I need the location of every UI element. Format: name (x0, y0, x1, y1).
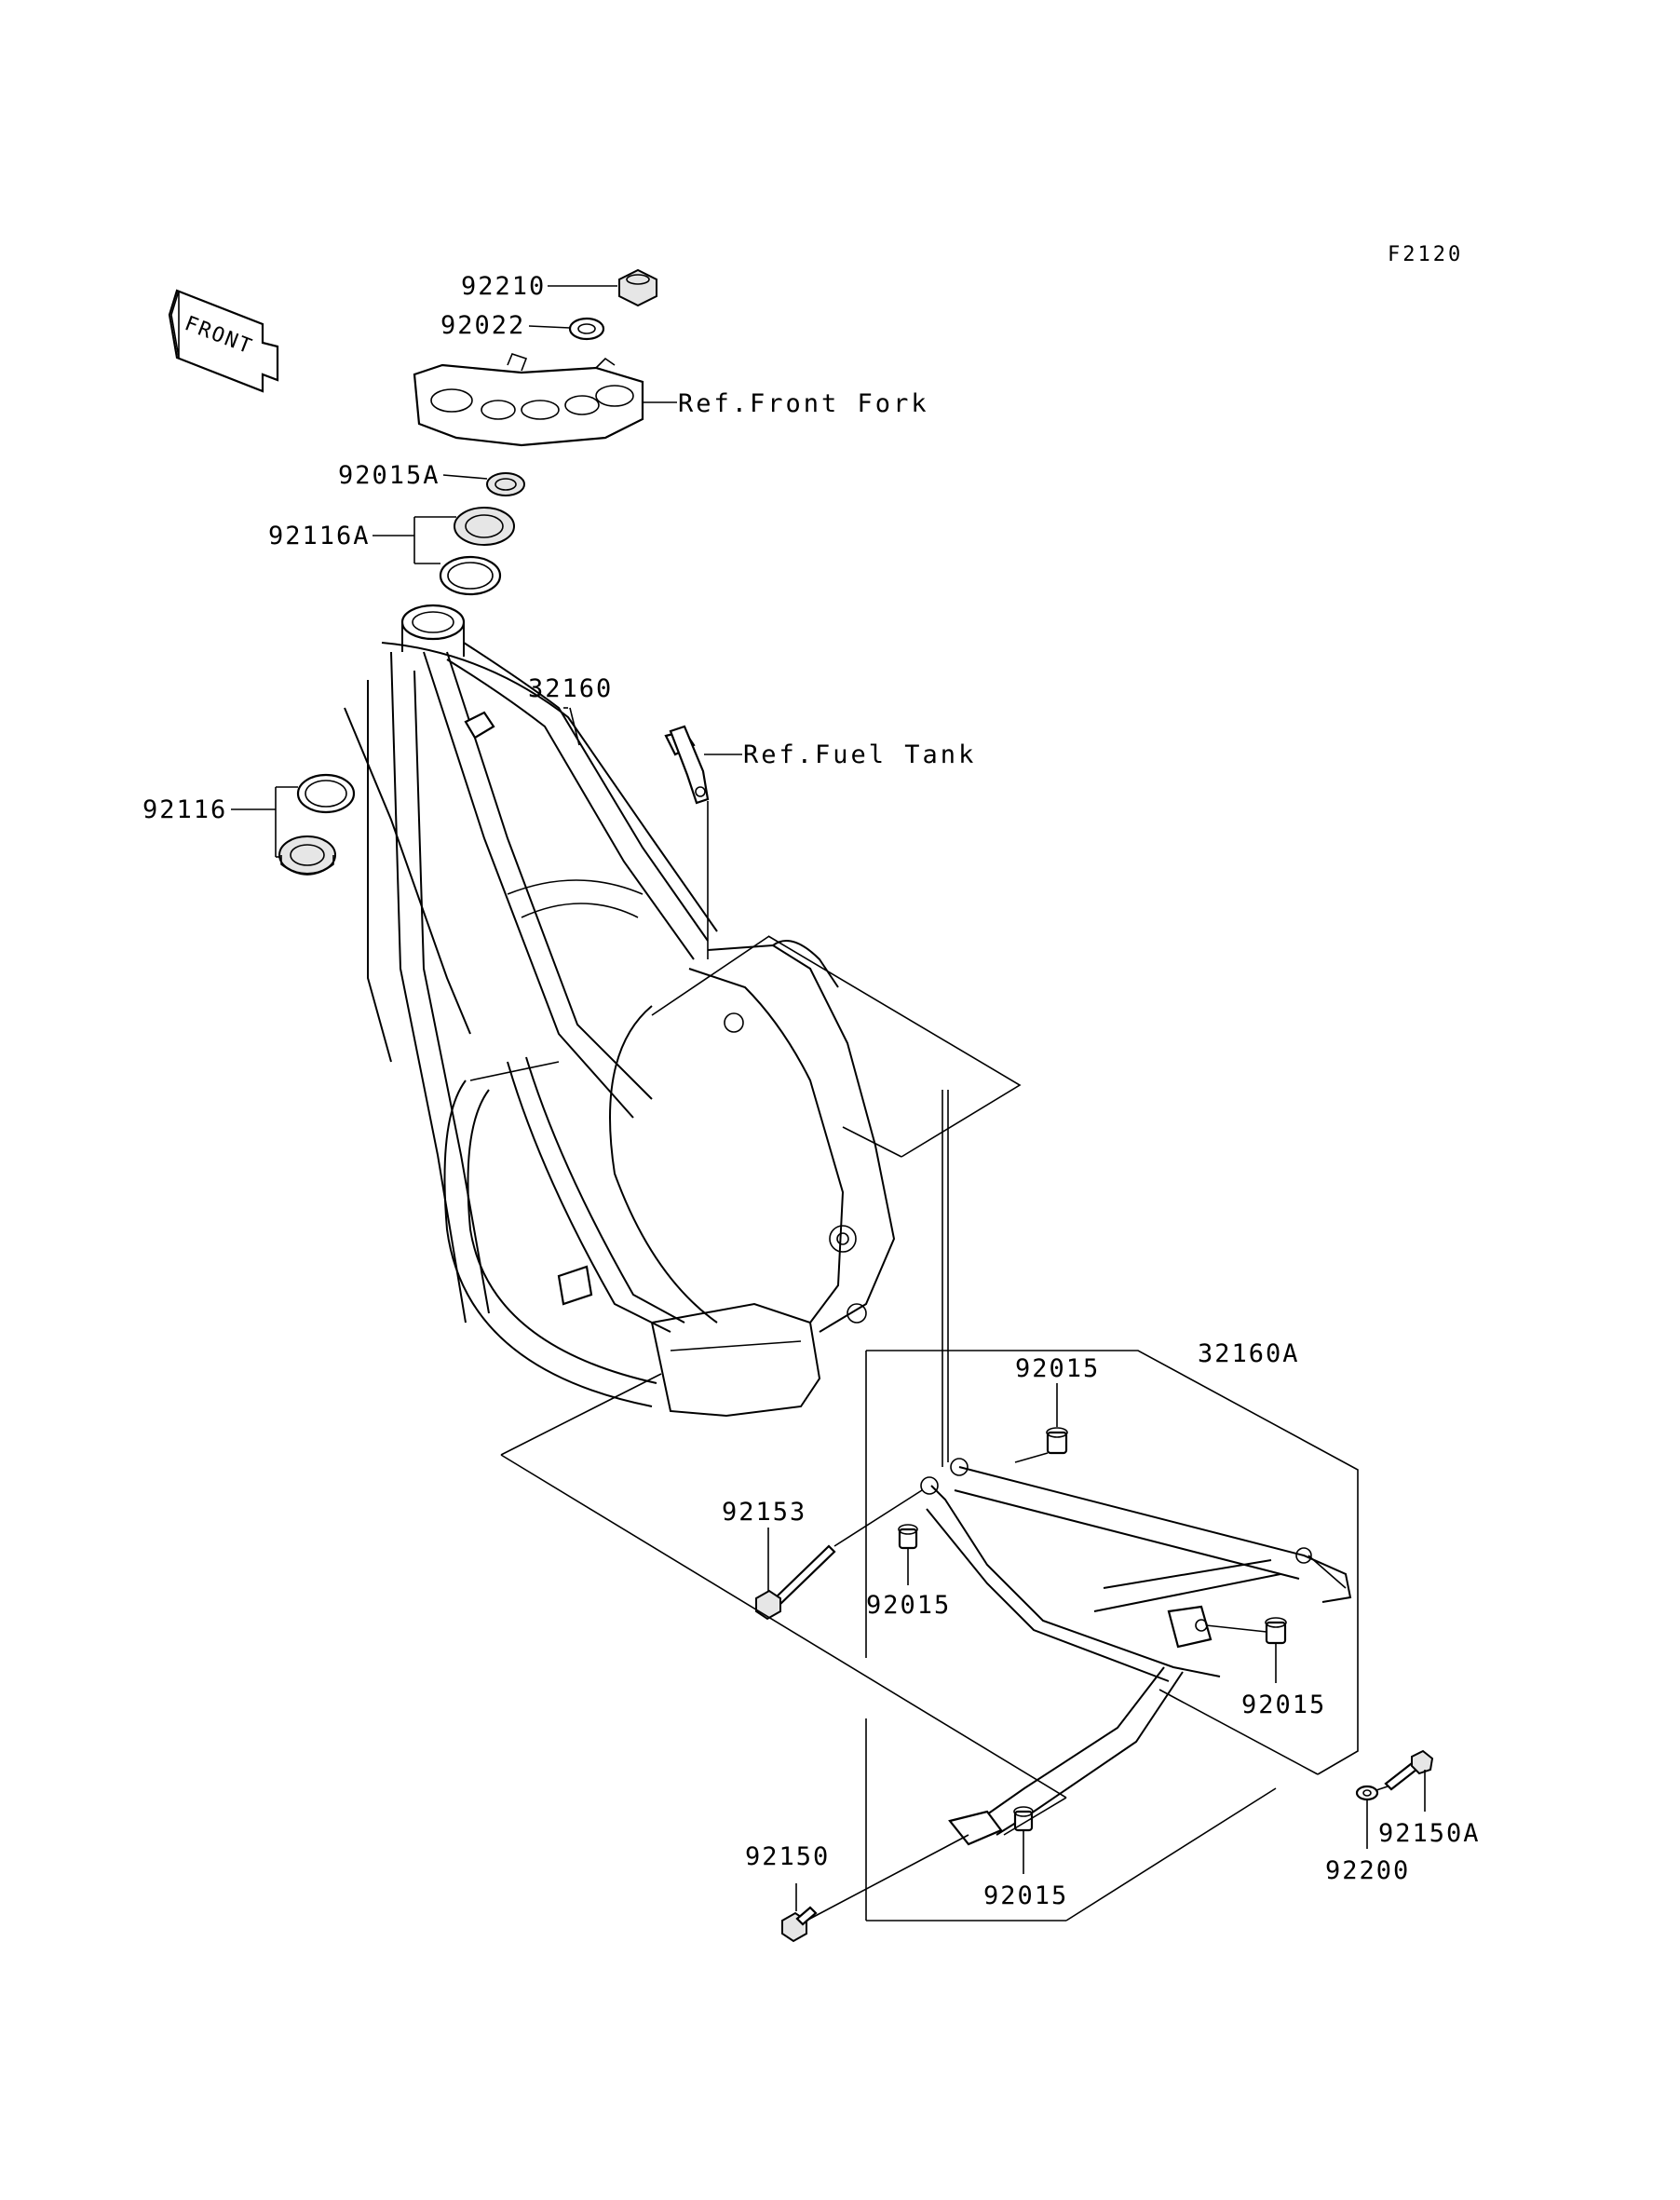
main-frame-icon (344, 604, 896, 1418)
lower-bearing-icon (278, 835, 336, 876)
part-label-92153: 92153 (722, 1498, 807, 1527)
ref-front-fork-label: Ref.Front Fork (678, 389, 929, 418)
bolt-92150-icon (781, 1906, 818, 1943)
part-label-92015-top: 92015 (1015, 1354, 1101, 1383)
part-label-92116A: 92116A (268, 522, 371, 550)
washer-icon (568, 317, 605, 341)
front-arrow-icon (168, 289, 279, 393)
steering-stem-nut-icon (618, 268, 657, 307)
stem-nut-92015A-icon (486, 472, 525, 496)
part-label-92116: 92116 (142, 795, 228, 824)
fuel-tank-bracket-icon (669, 725, 710, 805)
part-label-32160A: 32160A (1198, 1339, 1300, 1368)
subframe-icon (920, 1458, 1352, 1846)
part-label-92015A: 92015A (338, 461, 440, 490)
upper-bearing-icon (454, 507, 515, 546)
figure-code: F2120 (1388, 243, 1464, 266)
part-label-92210: 92210 (461, 272, 547, 301)
part-label-92200: 92200 (1325, 1856, 1411, 1885)
upper-race-icon (439, 555, 502, 596)
leader-lines (231, 285, 1426, 1922)
collar-92015-right-icon (1265, 1617, 1287, 1645)
washer-92200-icon (1355, 1785, 1379, 1801)
part-label-92015-mid: 92015 (866, 1591, 952, 1620)
collar-92015-top-icon (1046, 1427, 1068, 1455)
bolt-92150A-icon (1384, 1749, 1434, 1791)
ref-fuel-tank-label: Ref.Fuel Tank (743, 740, 977, 769)
part-label-92150: 92150 (745, 1842, 831, 1871)
part-label-32160: 32160 (528, 674, 614, 703)
projection-lines (500, 935, 1359, 1922)
part-label-92015-bottom: 92015 (983, 1881, 1069, 1910)
collar-92015-mid-icon (898, 1524, 918, 1550)
part-label-92022: 92022 (440, 311, 526, 340)
upper-triple-clamp-icon (413, 353, 644, 447)
lower-race-icon (296, 773, 356, 814)
bolt-92153-icon (755, 1544, 836, 1621)
part-label-92150A: 92150A (1378, 1819, 1481, 1848)
part-label-92015-right: 92015 (1241, 1691, 1327, 1719)
